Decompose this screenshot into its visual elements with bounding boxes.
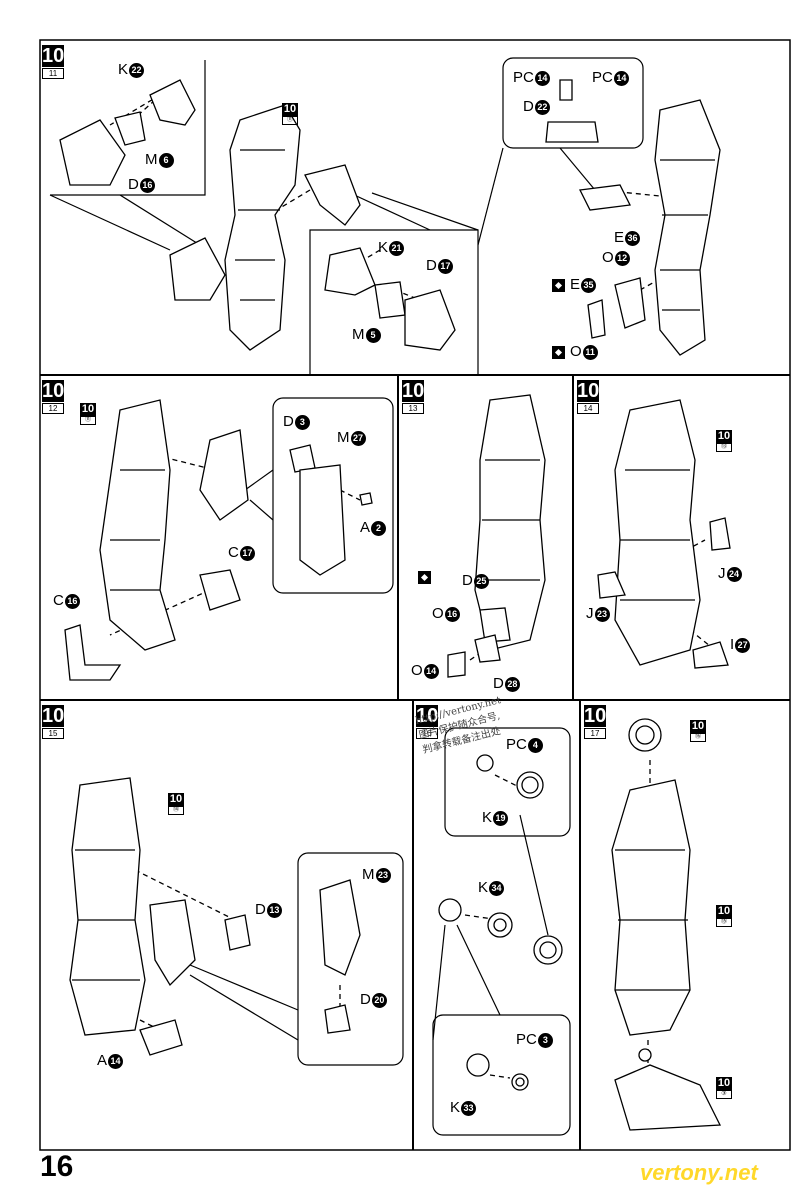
step-sub: 14	[577, 403, 599, 414]
step-sub: 17	[584, 728, 606, 739]
seal-marker-icon	[552, 279, 565, 292]
callout-box-15	[297, 852, 404, 1066]
page-frame	[39, 39, 791, 1151]
callout-box-11b	[309, 229, 479, 375]
seal-marker-icon	[552, 346, 565, 359]
callout-box-11c	[502, 57, 644, 149]
figure-13	[474, 394, 546, 651]
page-number: 16	[40, 1150, 74, 1183]
figure-12	[99, 399, 176, 651]
figure-15	[69, 777, 146, 1036]
part-d16b-shape	[169, 237, 226, 301]
step-number: 10	[402, 380, 425, 402]
figure-11a	[224, 104, 301, 351]
step-number: 10	[42, 380, 65, 402]
step-number: 10	[42, 705, 65, 727]
figure-11b	[654, 99, 721, 356]
step-badge-17: 10 17	[584, 705, 606, 739]
step-badge-15: 10 15	[42, 705, 64, 739]
step-badge-16: 10 16	[416, 705, 438, 739]
callout-box-16a	[444, 727, 571, 837]
part-d16-shape	[59, 119, 126, 186]
callout-box-12	[272, 397, 394, 594]
seal-marker-icon	[418, 571, 431, 584]
step-number: 10	[577, 380, 600, 402]
callout-box-16b	[432, 1014, 571, 1136]
figure-17	[611, 779, 691, 1036]
step-badge-11: 10 11	[42, 45, 64, 79]
part-m6-shape	[114, 111, 146, 146]
callout-box-11a	[50, 60, 206, 196]
step-badge-13: 10 13	[402, 380, 424, 414]
step-badge-12: 10 12	[42, 380, 64, 414]
step-badge-14: 10 14	[577, 380, 599, 414]
step-number: 10	[416, 705, 439, 727]
step-sub: 13	[402, 403, 424, 414]
site-watermark: vertony.net	[640, 1160, 758, 1185]
step-sub: 15	[42, 728, 64, 739]
step-sub: 12	[42, 403, 64, 414]
figure-14	[614, 399, 701, 666]
step-number: 10	[42, 45, 65, 67]
step-sub: 11	[42, 68, 64, 79]
step-number: 10	[584, 705, 607, 727]
step-sub: 16	[416, 728, 438, 739]
part-k22-shape	[149, 79, 196, 126]
